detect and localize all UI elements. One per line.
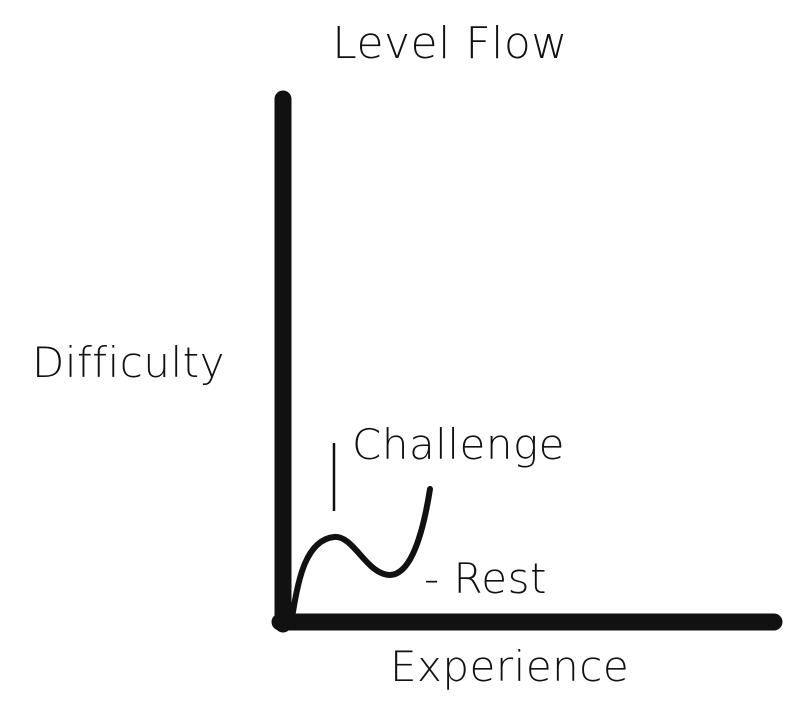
challenge-label: Challenge bbox=[352, 420, 566, 469]
x-axis-label: Experience bbox=[390, 642, 630, 691]
rest-label: - Rest bbox=[424, 554, 547, 603]
diagram-title: Level Flow bbox=[332, 18, 568, 69]
flow-curve bbox=[290, 486, 433, 615]
y-axis-label: Difficulty bbox=[32, 338, 225, 387]
